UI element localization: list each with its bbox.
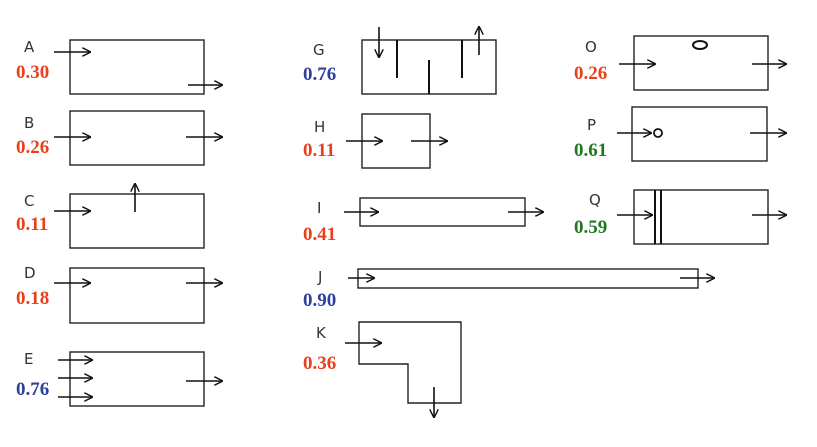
room-e: E 0.76 <box>16 350 222 407</box>
room-i: I 0.41 <box>303 197 543 245</box>
room-h-value: 0.11 <box>303 140 335 161</box>
room-q-box <box>633 189 769 245</box>
room-c-box <box>69 193 205 249</box>
room-q: Q 0.59 <box>574 189 786 245</box>
room-a-letter: A <box>24 38 35 56</box>
room-q-value: 0.59 <box>574 217 607 238</box>
room-g-value: 0.76 <box>303 64 336 85</box>
room-e-value: 0.76 <box>16 379 49 400</box>
room-c-letter: C <box>24 192 34 210</box>
room-o-letter: O <box>585 38 597 56</box>
room-h: H 0.11 <box>303 113 447 169</box>
room-b-value: 0.26 <box>16 137 49 158</box>
room-o-box <box>633 35 769 91</box>
room-p: P 0.61 <box>574 106 786 162</box>
room-g-letter: G <box>313 41 325 59</box>
room-p-value: 0.61 <box>574 140 607 161</box>
room-i-value: 0.41 <box>303 224 336 245</box>
room-j-box <box>357 268 699 289</box>
room-j-value: 0.90 <box>303 290 336 311</box>
room-a: A 0.30 <box>16 38 222 95</box>
room-o-value: 0.26 <box>574 63 607 84</box>
room-d-letter: D <box>24 264 36 282</box>
room-i-box <box>359 197 526 227</box>
room-d-value: 0.18 <box>16 288 49 309</box>
room-h-letter: H <box>314 118 325 136</box>
room-c: C 0.11 <box>16 184 205 249</box>
room-j: J 0.90 <box>303 268 714 311</box>
room-o: O 0.26 <box>574 35 786 91</box>
room-o-obstacle-shape <box>692 40 708 50</box>
room-i-letter: I <box>317 199 321 217</box>
room-b-box <box>69 110 205 166</box>
room-c-value: 0.11 <box>16 214 48 235</box>
room-k-box <box>358 321 462 404</box>
room-q-letter: Q <box>589 191 601 209</box>
room-k: K 0.36 <box>303 321 462 417</box>
room-p-obstacle-shape <box>653 128 663 138</box>
room-b: B 0.26 <box>16 110 222 166</box>
room-d-box <box>69 267 205 324</box>
room-g: G 0.76 <box>303 27 497 95</box>
room-k-letter: K <box>316 324 327 342</box>
room-j-letter: J <box>317 268 322 286</box>
room-a-value: 0.30 <box>16 62 49 83</box>
room-d: D 0.18 <box>16 264 222 324</box>
room-p-letter: P <box>587 116 596 134</box>
room-e-letter: E <box>24 350 33 368</box>
room-k-value: 0.36 <box>303 353 336 374</box>
room-p-box <box>631 106 768 162</box>
room-b-letter: B <box>24 114 34 132</box>
room-a-box <box>69 39 205 95</box>
